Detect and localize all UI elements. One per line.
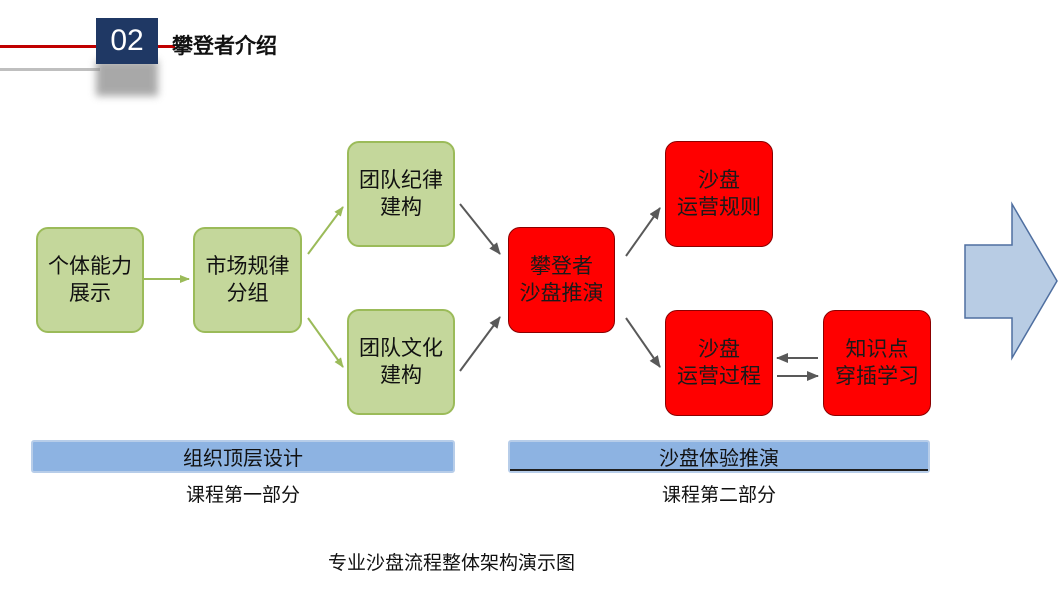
section-caption-part1: 课程第一部分 <box>185 484 300 506</box>
node-knowledge-learning-label: 知识点 穿插学习 <box>835 337 919 388</box>
node-team-discipline: 团队纪律 建构 <box>347 141 455 247</box>
node-sandbox-core-label: 攀登者 沙盘推演 <box>519 254 604 305</box>
node-sandbox-rules-label: 沙盘 运营规则 <box>677 168 761 219</box>
node-sandbox-core: 攀登者 沙盘推演 <box>508 227 615 333</box>
diagram-caption: 专业沙盘流程整体架构演示图 <box>328 552 576 574</box>
node-market-grouping: 市场规律 分组 <box>193 227 302 333</box>
arrow-discipline-to-core <box>459 203 501 255</box>
section-caption-part2: 课程第二部分 <box>661 484 776 506</box>
section-bar-part2-underline <box>510 469 928 471</box>
section-title: 攀登者介绍 <box>172 34 277 58</box>
big-right-arrow <box>964 201 1058 361</box>
section-bar-part1: 组织顶层设计 <box>31 440 455 473</box>
node-team-culture-label: 团队文化 建构 <box>359 336 443 387</box>
arrow-culture-to-core <box>459 316 501 372</box>
node-knowledge-learning: 知识点 穿插学习 <box>823 310 931 416</box>
arrow-market-to-discipline <box>307 206 344 255</box>
arrow-core-to-process <box>625 317 661 368</box>
section-bar-part2: 沙盘体验推演 <box>508 440 930 473</box>
node-sandbox-rules: 沙盘 运营规则 <box>665 141 773 247</box>
section-bar-part2-label: 沙盘体验推演 <box>659 446 779 470</box>
section-number-badge: 02 <box>96 18 158 64</box>
node-individual-ability-label: 个体能力 展示 <box>48 254 132 305</box>
node-individual-ability: 个体能力 展示 <box>36 227 144 333</box>
section-bar-part1-label: 组织顶层设计 <box>183 446 303 470</box>
node-sandbox-process: 沙盘 运营过程 <box>665 310 773 416</box>
node-market-grouping-label: 市场规律 分组 <box>205 254 290 305</box>
arrow-market-to-culture <box>307 317 344 368</box>
header-red-line <box>0 45 175 48</box>
node-team-discipline-label: 团队纪律 建构 <box>359 168 443 219</box>
header-gray-line <box>0 68 100 71</box>
node-team-culture: 团队文化 建构 <box>347 309 455 415</box>
node-sandbox-process-label: 沙盘 运营过程 <box>677 337 761 388</box>
header-badge-shadow <box>96 60 158 96</box>
arrow-core-to-rules <box>625 207 661 257</box>
